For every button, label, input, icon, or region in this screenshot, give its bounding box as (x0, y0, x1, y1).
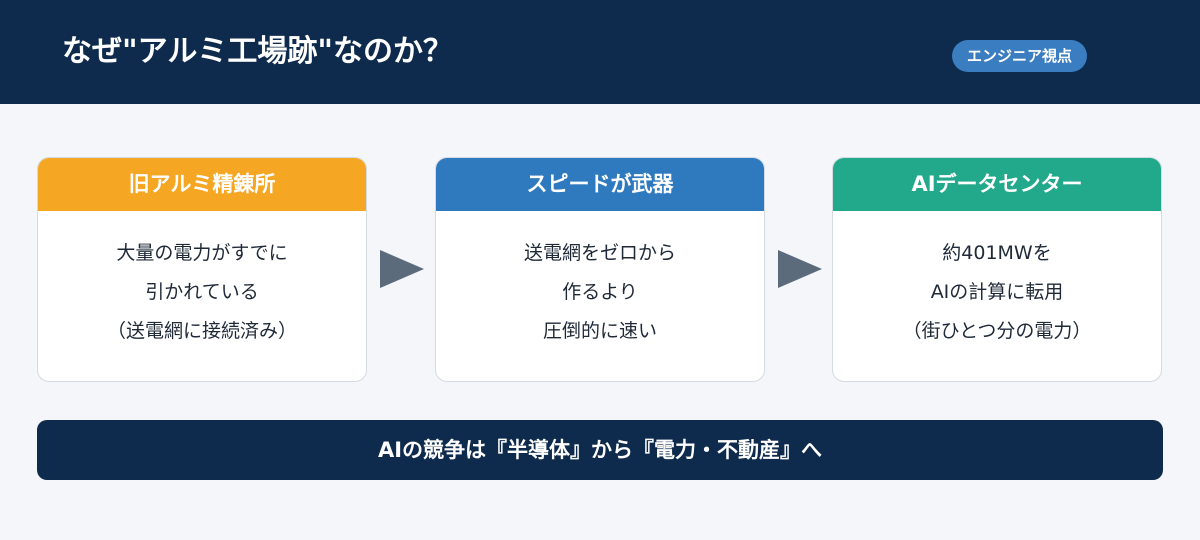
page-title: なぜ"アルミ工場跡"なのか？ (62, 34, 453, 69)
card-title: AIデータセンター (833, 158, 1161, 211)
card-line: AIの計算に転用 (930, 281, 1064, 303)
perspective-badge: エンジニア視点 (952, 40, 1087, 72)
conclusion-banner: AIの競争は『半導体』から『電力・不動産』へ (37, 420, 1163, 480)
card-line: 引かれている (145, 281, 259, 303)
card-line: （街ひとつ分の電力） (902, 320, 1092, 342)
card-body: 送電網をゼロから 作るより 圧倒的に速い (436, 211, 764, 351)
card-line: 約401MWを (942, 242, 1052, 264)
card-line: （送電網に接続済み） (106, 320, 297, 342)
card-ai-datacenter: AIデータセンター 約401MWを AIの計算に転用 （街ひとつ分の電力） (832, 157, 1162, 382)
card-body: 大量の電力がすでに 引かれている （送電網に接続済み） (38, 211, 366, 351)
card-title: スピードが武器 (436, 158, 764, 211)
arrow-right-icon (380, 250, 424, 288)
card-line: 大量の電力がすでに (116, 242, 288, 264)
arrow-right-icon (778, 250, 822, 288)
card-old-aluminum-smelter: 旧アルミ精錬所 大量の電力がすでに 引かれている （送電網に接続済み） (37, 157, 367, 382)
card-line: 圧倒的に速い (542, 320, 657, 342)
header-banner: なぜ"アルミ工場跡"なのか？ エンジニア視点 (0, 0, 1200, 104)
card-line: 作るより (562, 281, 638, 303)
card-speed-advantage: スピードが武器 送電網をゼロから 作るより 圧倒的に速い (435, 157, 765, 382)
card-line: 送電網をゼロから (523, 242, 676, 264)
card-body: 約401MWを AIの計算に転用 （街ひとつ分の電力） (833, 211, 1161, 351)
card-title: 旧アルミ精錬所 (38, 158, 366, 211)
